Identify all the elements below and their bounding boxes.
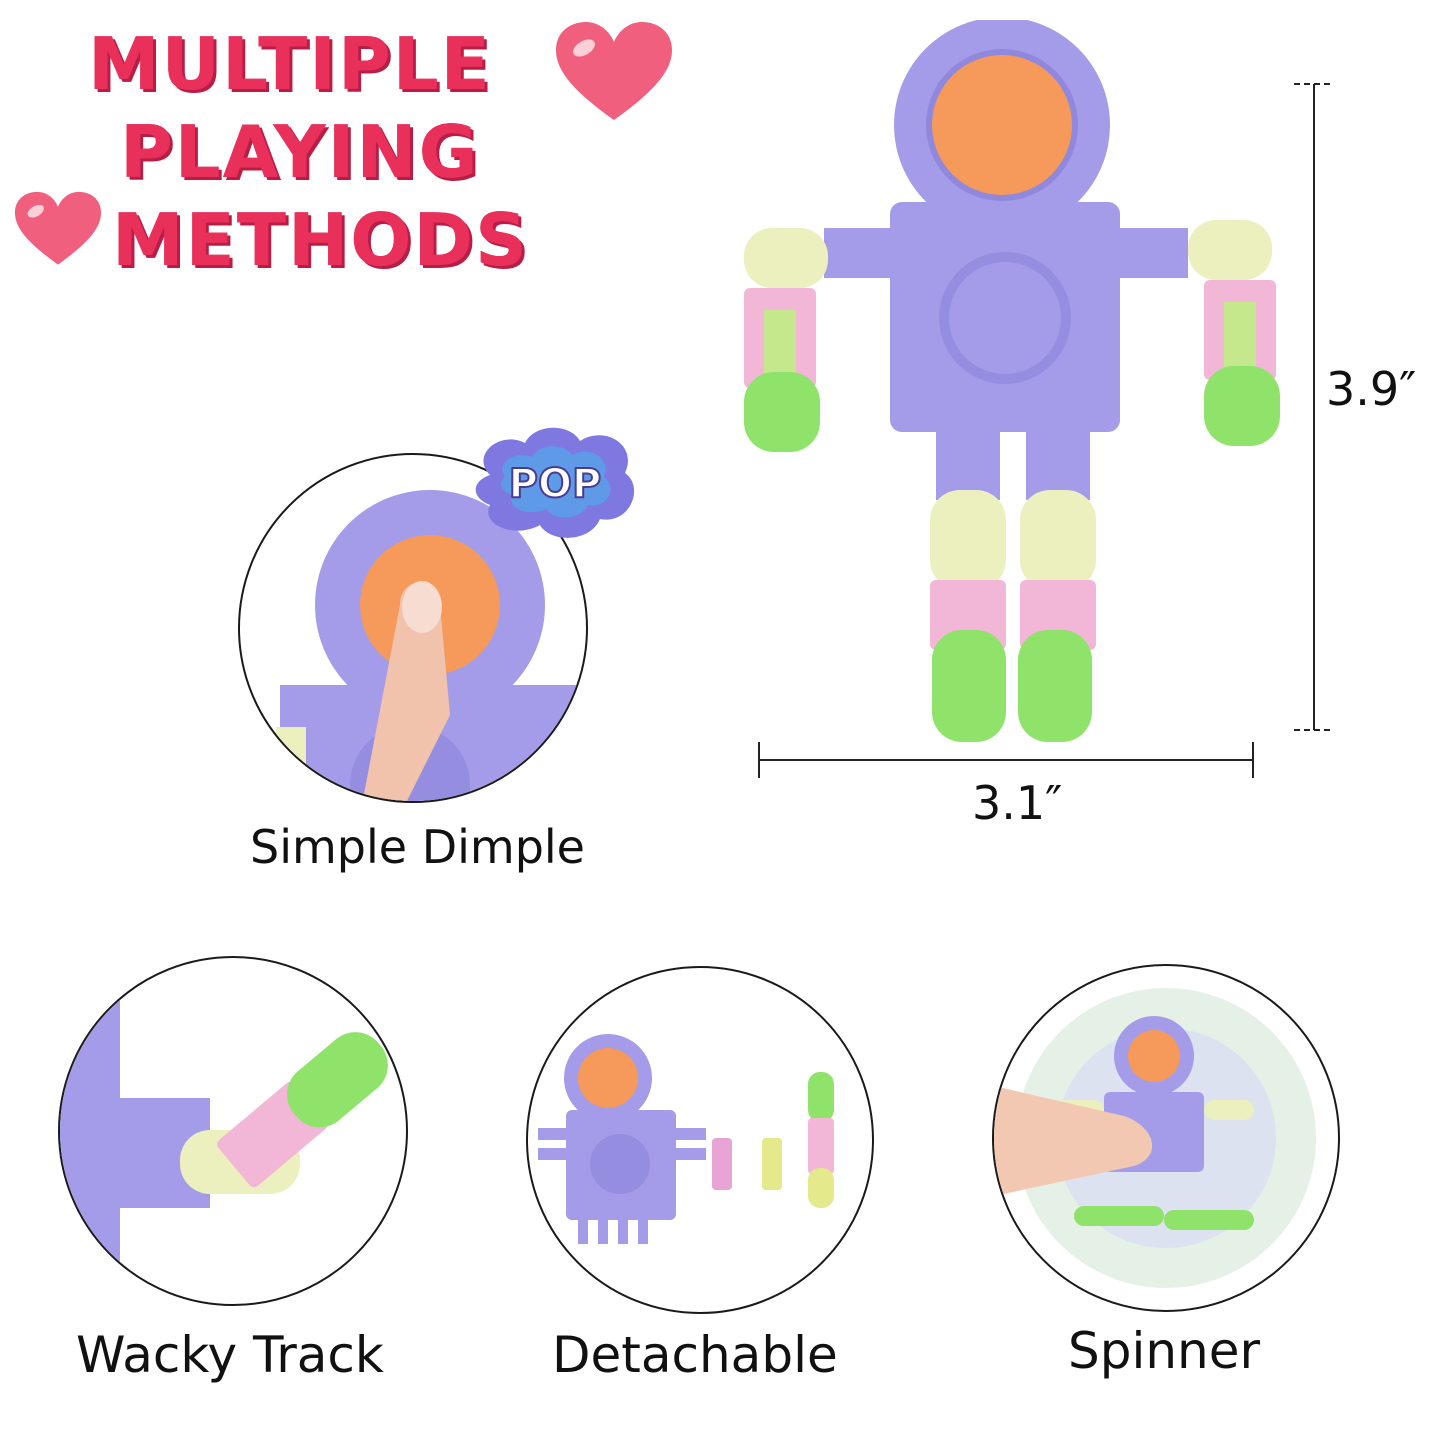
feature-image-spinner (992, 964, 1340, 1312)
detachable-illustration (538, 1034, 834, 1244)
heart-icon (14, 191, 102, 265)
headline-line-2: PLAYING (120, 110, 480, 194)
pop-burst-icon: POP (475, 427, 635, 538)
width-label: 3.1″ (972, 776, 1063, 830)
feature-caption-detachable: Detachable (552, 1326, 838, 1384)
robot-fidget-toy (744, 20, 1280, 742)
feature-caption-wacky-track: Wacky Track (76, 1326, 384, 1384)
feature-caption-spinner: Spinner (1068, 1322, 1261, 1380)
width-dimension-line (758, 742, 1254, 778)
feature-image-detachable (526, 966, 874, 1314)
pop-text: POP (509, 461, 602, 507)
height-label: 3.9″ (1326, 362, 1417, 416)
wacky-track-illustration (60, 958, 388, 1304)
spinner-illustration (994, 988, 1316, 1288)
feature-image-wacky-track (58, 956, 408, 1306)
headline-line-3: METHODS (112, 198, 530, 282)
feature-image-simple-dimple (238, 453, 588, 803)
height-dimension-line (1294, 83, 1334, 731)
headline-line-1: MULTIPLE (88, 22, 492, 106)
heart-icon (556, 22, 672, 120)
feature-caption-simple-dimple: Simple Dimple (250, 820, 585, 874)
